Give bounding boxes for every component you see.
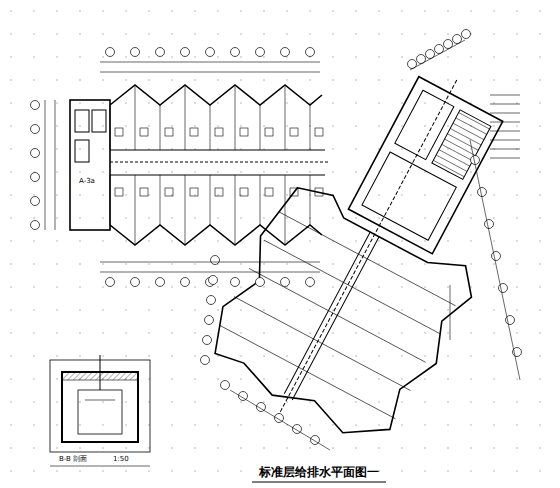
- dimension-lines: [45, 40, 520, 450]
- title-underline: [252, 481, 386, 482]
- tower-wing: [190, 33, 558, 469]
- left-wing: [70, 85, 330, 245]
- drawing-title: 标准层给排水平面图一: [259, 466, 379, 479]
- section-detail: [50, 355, 150, 452]
- unit-label: A-3a: [78, 178, 96, 186]
- section-underline: [50, 466, 150, 467]
- section-label: B-B 剖面: [58, 456, 88, 464]
- scale-label: 1:50: [112, 456, 130, 464]
